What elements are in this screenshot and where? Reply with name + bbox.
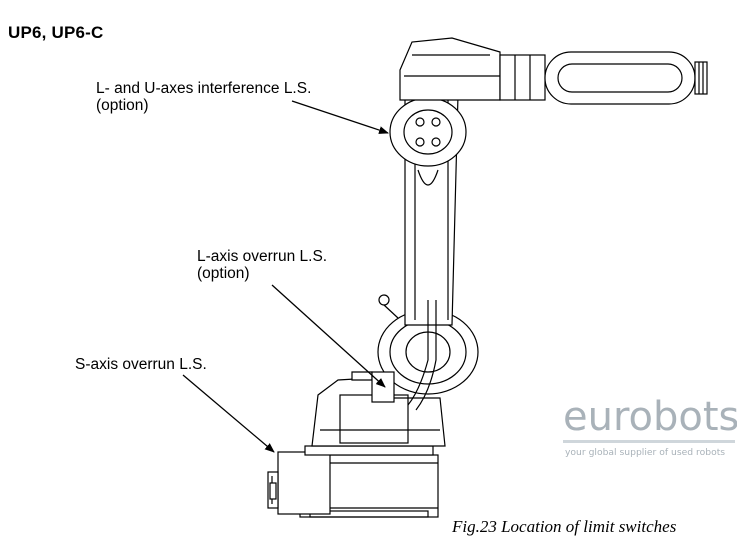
callout-l-axis-overrun-ls: L-axis overrun L.S. (option) <box>197 248 327 282</box>
upper-arm-housing <box>399 37 501 101</box>
leader-s-overrun <box>182 374 275 453</box>
callout-line: L-axis overrun L.S. <box>197 248 328 265</box>
forearm <box>499 51 708 105</box>
callout-line: (option) <box>197 265 250 282</box>
leader-lu-interference <box>291 100 389 134</box>
s-axis-limit-switch <box>269 482 277 500</box>
l-axis-limit-switch <box>371 371 395 403</box>
callout-s-axis-overrun-ls: S-axis overrun L.S. <box>75 356 207 373</box>
robot-base <box>267 445 439 518</box>
callout-line: L- and U-axes interference L.S. <box>96 80 312 97</box>
callout-line: (option) <box>96 97 149 114</box>
watermark-divider <box>563 440 735 443</box>
callout-line: S-axis overrun L.S. <box>75 356 207 373</box>
watermark-brand: eurobots <box>563 394 737 440</box>
leader-l-overrun <box>271 284 386 388</box>
watermark-tagline: your global supplier of used robots <box>565 447 726 458</box>
figure-caption: Fig.23 Location of limit switches <box>452 517 677 536</box>
page-heading: UP6, UP6-C <box>8 23 104 42</box>
callout-lu-interference-ls: L- and U-axes interference L.S. (option) <box>96 80 311 114</box>
